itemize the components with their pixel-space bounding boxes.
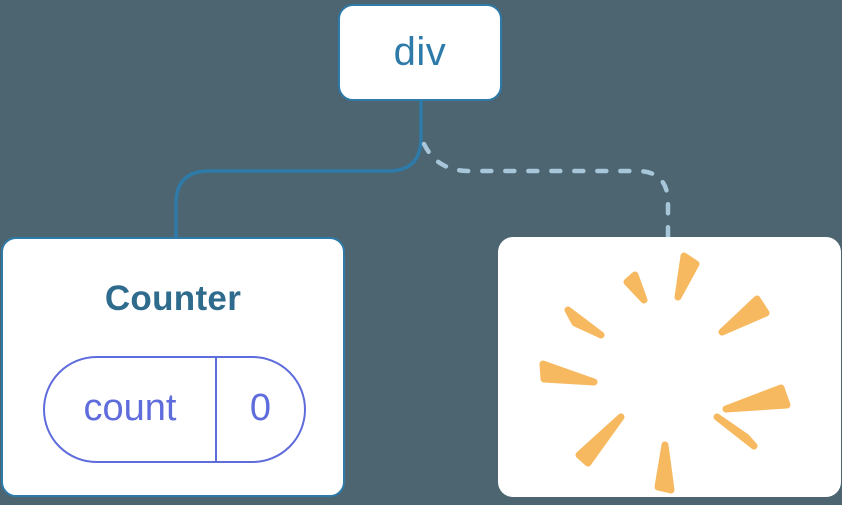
removed-component-card	[498, 237, 841, 497]
poof-ray	[539, 360, 598, 386]
state-pill: count 0	[43, 356, 306, 463]
poof-ray	[674, 252, 700, 301]
state-pill-divider	[215, 358, 217, 461]
state-name-label: count	[83, 387, 177, 429]
poof-ray	[654, 441, 675, 494]
root-node-label: div	[393, 30, 447, 74]
poof-ray	[713, 413, 758, 450]
poof-ray	[623, 271, 648, 304]
state-value-label: 0	[249, 387, 272, 429]
poof-ray	[718, 295, 770, 336]
poof-ray	[564, 306, 605, 339]
poof-ray	[722, 384, 791, 413]
poof-explosion-icon	[539, 252, 791, 494]
counter-component-card: Counter count 0	[1, 237, 345, 497]
edge-div-to-counter	[174, 98, 423, 240]
root-node-div: div	[338, 4, 502, 101]
poof-ray	[575, 413, 625, 467]
counter-title: Counter	[104, 279, 242, 318]
edge-div-to-removed	[421, 141, 671, 241]
